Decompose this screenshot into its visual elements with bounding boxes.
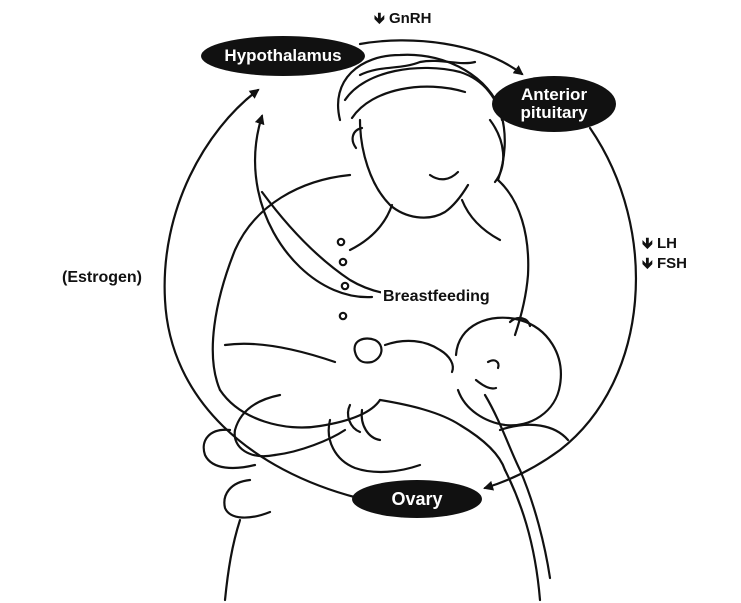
mother-and-baby-illustration xyxy=(202,53,570,602)
fsh-label: FSH xyxy=(656,255,687,272)
breastfeeding-arrow xyxy=(253,114,374,299)
gnrh-label-group: 🡻 GnRH xyxy=(374,11,431,26)
breastfeeding-label: Breastfeeding xyxy=(381,288,492,305)
lh-label-group: 🡻 LH xyxy=(642,236,677,251)
ovary-label: Ovary xyxy=(391,488,443,509)
gnrh-arrow xyxy=(358,39,524,76)
down-arrow-icon: 🡻 xyxy=(374,10,385,27)
hypothalamus-label: Hypothalamus xyxy=(224,46,342,66)
hypothalamus-node: Hypothalamus xyxy=(201,36,365,76)
estrogen-arrow xyxy=(163,88,360,500)
down-arrow-icon: 🡻 xyxy=(642,235,653,252)
suckling-line xyxy=(483,393,552,580)
cycle-arrows xyxy=(163,39,637,580)
gnrh-label: GnRH xyxy=(388,10,432,27)
anterior-pituitary-label: Anterior pituitary xyxy=(520,85,588,122)
ovary-node: Ovary xyxy=(352,480,482,518)
lh-label: LH xyxy=(656,235,677,252)
fsh-label-group: 🡻 FSH xyxy=(642,256,687,271)
estrogen-label: (Estrogen) xyxy=(62,269,142,286)
lh-fsh-arrow xyxy=(483,126,637,491)
anterior-pituitary-node: Anterior pituitary xyxy=(492,76,616,132)
down-arrow-icon: 🡻 xyxy=(642,255,653,272)
